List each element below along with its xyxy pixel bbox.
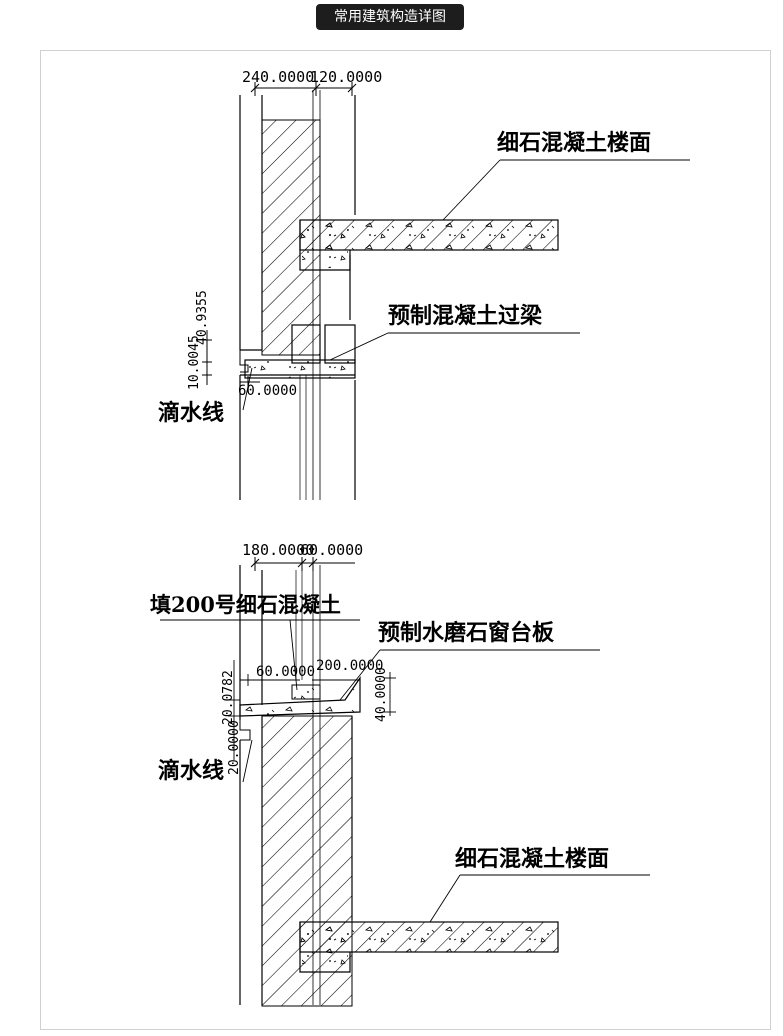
drawing-frame	[40, 50, 771, 1030]
dim-lintel-vertical-a: 40.9355	[195, 290, 210, 345]
label-precast-sill: 预制水磨石窗台板	[378, 620, 555, 646]
dim-sill-vertical-b: 20.0782	[221, 670, 236, 725]
upper-detail	[202, 82, 690, 500]
label-drip-line-bottom: 滴水线	[158, 758, 224, 784]
dim-drip-vertical-bottom: 20.0000	[227, 720, 242, 775]
label-infill-concrete: 填200号细石混凝土	[150, 592, 341, 617]
dim-sill-width-c: 60.0000	[300, 541, 363, 559]
dim-sill-offset: 60.0000	[256, 664, 315, 680]
lower-detail	[160, 557, 650, 1007]
dim-top-left-width: 240.0000	[242, 68, 314, 86]
dim-sill-thickness: 40.0000	[374, 667, 389, 722]
label-floor-finish-bottom: 细石混凝土楼面	[455, 846, 609, 872]
annotation-labels: 细石混凝土楼面 预制混凝土过梁 滴水线 填200号细石混凝土 预制水磨石窗台板 …	[150, 130, 651, 872]
label-floor-finish-top: 细石混凝土楼面	[497, 130, 651, 156]
label-drip-line-top: 滴水线	[158, 400, 224, 426]
dimension-text: 240.0000 120.0000 60.0000 40.9355 10.004…	[187, 68, 389, 775]
dim-top-right-width: 120.0000	[310, 68, 382, 86]
dim-lintel-vertical-b: 10.0045	[187, 335, 202, 390]
dim-drip-offset-top: 60.0000	[238, 383, 297, 399]
dim-sill-width-a: 180.0000	[242, 541, 314, 559]
page-title: 常用建筑构造详图	[316, 4, 464, 30]
dim-sill-projection: 200.0000	[316, 658, 383, 674]
label-precast-lintel: 预制混凝土过梁	[388, 303, 542, 329]
